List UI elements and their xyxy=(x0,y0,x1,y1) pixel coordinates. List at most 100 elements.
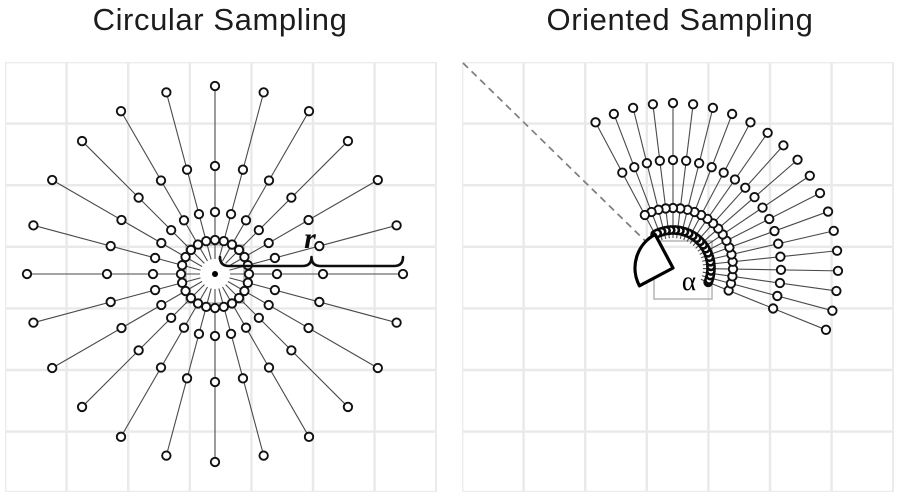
sample-point xyxy=(155,175,167,186)
sample-point xyxy=(239,251,250,263)
sample-point xyxy=(47,362,58,374)
sample-ray xyxy=(81,140,205,264)
sample-point xyxy=(767,303,779,314)
sample-ray xyxy=(700,278,827,331)
sample-point xyxy=(116,214,127,226)
sample-ray xyxy=(595,122,660,242)
sample-point xyxy=(286,192,297,203)
sample-point xyxy=(192,239,204,250)
sample-ray xyxy=(225,284,349,408)
sample-point xyxy=(693,158,705,169)
sample-point xyxy=(317,268,329,280)
sample-ray xyxy=(227,179,379,267)
sample-point xyxy=(627,102,639,114)
grid-background xyxy=(462,62,894,492)
sample-point xyxy=(177,277,188,288)
sample-point xyxy=(185,292,197,304)
sample-ray xyxy=(120,286,208,438)
sample-point xyxy=(226,239,238,250)
sample-point xyxy=(181,164,193,175)
sample-point xyxy=(828,225,839,237)
sample-point xyxy=(101,268,113,280)
sample-point xyxy=(161,450,172,461)
center-point xyxy=(212,271,218,277)
fan-rays xyxy=(595,103,838,331)
sample-ray xyxy=(165,288,212,456)
sample-ray xyxy=(697,175,811,252)
sample-point xyxy=(629,162,640,173)
sample-point xyxy=(116,322,127,334)
sample-point xyxy=(303,431,315,442)
panel-title-oriented: Oriented Sampling xyxy=(546,2,814,37)
sample-point xyxy=(706,162,717,173)
sample-point xyxy=(76,401,88,413)
sample-point xyxy=(209,160,221,172)
sample-point xyxy=(769,225,780,237)
sample-point xyxy=(757,202,768,213)
sample-point xyxy=(778,140,789,151)
sample-ray xyxy=(218,288,265,456)
sample-point xyxy=(271,268,283,280)
sample-ray xyxy=(683,113,733,241)
sample-ray xyxy=(652,104,670,239)
sample-point xyxy=(707,102,719,114)
sample-point xyxy=(726,108,738,120)
sample-point xyxy=(342,401,354,413)
sample-point xyxy=(209,80,221,92)
sample-point xyxy=(156,299,167,311)
sample-point xyxy=(209,302,221,314)
sample-point xyxy=(201,236,212,247)
sample-point xyxy=(225,208,237,220)
sample-point xyxy=(233,244,245,256)
sample-point xyxy=(667,97,679,109)
sample-point xyxy=(181,373,193,384)
sample-point xyxy=(178,322,190,333)
sample-ray xyxy=(632,107,667,240)
sample-point xyxy=(804,170,815,181)
sample-point xyxy=(792,154,803,165)
sample-point xyxy=(115,431,127,442)
sample-ray xyxy=(229,277,397,324)
sample-point xyxy=(263,299,274,311)
sample-point xyxy=(773,238,784,249)
sample-point xyxy=(269,284,281,296)
sample-point xyxy=(149,252,161,264)
sample-ray xyxy=(701,211,829,259)
sample-point xyxy=(105,296,116,308)
sample-point xyxy=(775,251,786,262)
sample-point xyxy=(133,345,144,356)
sample-point xyxy=(155,362,167,373)
sample-point xyxy=(105,240,116,252)
sample-point xyxy=(641,158,653,169)
sample-point xyxy=(175,268,187,280)
sample-point xyxy=(28,220,39,231)
sample-ray xyxy=(120,110,208,262)
sample-point xyxy=(209,456,221,468)
sample-point xyxy=(718,167,729,178)
sample-point xyxy=(161,87,172,98)
sample-point xyxy=(253,225,264,236)
sample-point xyxy=(314,240,325,252)
sample-point xyxy=(303,214,314,226)
orientation-dashed-line xyxy=(462,62,674,269)
sample-point xyxy=(608,108,620,120)
sample-point xyxy=(590,117,601,128)
sample-ray xyxy=(702,230,834,262)
sample-point xyxy=(749,191,760,203)
sample-ray xyxy=(222,286,310,438)
radius-brace xyxy=(218,255,405,268)
sample-ray xyxy=(33,224,201,271)
sample-points xyxy=(21,80,409,468)
sample-point xyxy=(147,268,159,280)
sample-ray xyxy=(699,192,821,255)
sample-point xyxy=(372,174,383,186)
sample-point xyxy=(225,328,237,340)
sample-point xyxy=(303,106,315,117)
sample-point xyxy=(178,215,190,226)
sample-point xyxy=(237,373,249,384)
sample-point xyxy=(827,305,838,316)
sample-point xyxy=(243,268,255,280)
sample-point xyxy=(218,301,229,312)
sample-ray xyxy=(689,132,769,244)
